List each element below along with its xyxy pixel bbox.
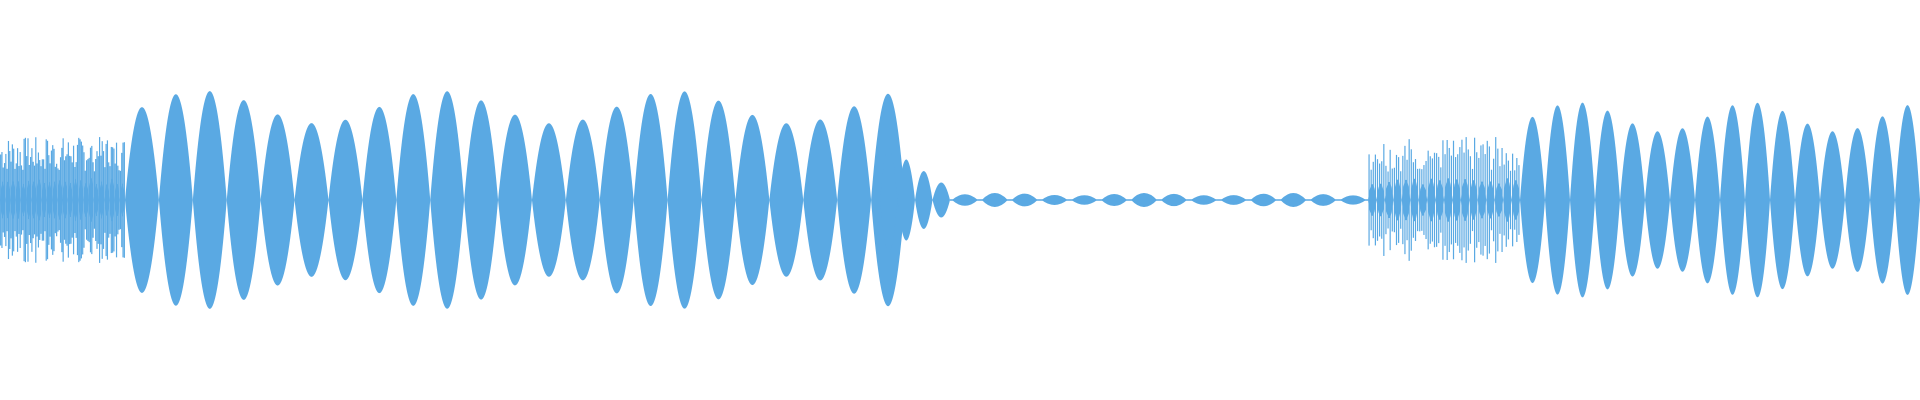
- waveform-lobe: [897, 159, 915, 241]
- waveform-lobe: [464, 100, 499, 300]
- waveform-lobe: [57, 180, 63, 220]
- waveform-lobe: [62, 181, 68, 219]
- waveform-lobe: [880, 148, 898, 252]
- waveform-lobe: [1745, 102, 1770, 298]
- waveform-lobe: [98, 181, 105, 219]
- waveform-lobe: [1620, 123, 1645, 277]
- waveform-lobe: [1570, 102, 1595, 298]
- waveform-lobe: [1469, 180, 1478, 220]
- waveform-lobe: [1477, 181, 1487, 219]
- waveform-lobe: [328, 119, 363, 281]
- waveform-lobe: [226, 100, 261, 300]
- waveform-lobe: [1486, 181, 1495, 219]
- waveform-lobe: [1595, 110, 1620, 290]
- waveform-lobe: [109, 178, 115, 222]
- waveform-lobe: [1452, 179, 1461, 221]
- waveform-lobe: [667, 91, 702, 309]
- waveform-lobe: [1376, 183, 1385, 217]
- waveform-lobe: [565, 119, 600, 281]
- waveform-lobes: [0, 91, 1920, 309]
- waveform-lobe: [1870, 116, 1895, 284]
- waveform-lobe: [1795, 123, 1820, 277]
- waveform-lobe: [1670, 128, 1695, 272]
- waveform-lobe: [294, 123, 329, 277]
- waveform-lobe: [93, 183, 99, 217]
- waveform-lobe: [1368, 184, 1377, 216]
- waveform-lobe: [72, 178, 79, 222]
- waveform-lobe: [36, 179, 42, 221]
- waveform-lobe: [769, 123, 804, 277]
- waveform-lobe: [1820, 131, 1845, 269]
- waveform-lobe: [1770, 110, 1795, 290]
- waveform-lobe: [192, 91, 227, 309]
- waveform-lobe: [1384, 181, 1394, 219]
- waveform-lobe: [1845, 128, 1870, 272]
- waveform-lobe: [114, 183, 120, 217]
- waveform-lobe: [52, 181, 58, 219]
- waveform-lobe: [1720, 105, 1745, 295]
- waveform-lobe: [1444, 178, 1453, 222]
- waveform-lobe: [735, 114, 770, 286]
- waveform-lobe: [158, 94, 193, 306]
- waveform-lobe: [104, 184, 110, 216]
- waveform-lobe: [5, 181, 11, 219]
- waveform-lobe: [260, 114, 295, 286]
- waveform-lobe: [362, 106, 397, 294]
- waveform-lobe: [1545, 105, 1570, 295]
- waveform-lobe: [41, 182, 47, 218]
- waveform-lobe: [67, 182, 73, 218]
- waveform-lobe: [1511, 180, 1520, 220]
- waveform-lobe: [1418, 184, 1428, 216]
- waveform-lobe: [10, 181, 16, 219]
- waveform-lobe: [1410, 178, 1419, 222]
- waveform-lobe: [1503, 178, 1512, 222]
- waveform-lobe: [1435, 180, 1444, 220]
- waveform-lobe: [83, 183, 89, 217]
- waveform-lobe: [0, 181, 6, 219]
- waveform-lobe: [1427, 178, 1436, 222]
- waveform-lobe: [1460, 178, 1470, 222]
- waveform-lobe: [531, 123, 566, 277]
- waveform-lobe: [15, 181, 21, 219]
- waveform-lobe: [701, 100, 736, 300]
- waveform-lobe: [1520, 116, 1545, 284]
- waveform-lobe: [837, 106, 872, 294]
- waveform-lobe: [915, 171, 933, 229]
- waveform-lobe: [1494, 183, 1504, 217]
- waveform-lobe: [119, 183, 125, 217]
- waveform-lobe: [498, 114, 532, 286]
- waveform-lobe: [125, 107, 159, 293]
- waveform-lobe: [932, 182, 950, 218]
- waveform-lobe: [1393, 179, 1402, 221]
- waveform-lobe: [599, 106, 634, 294]
- waveform-lobe: [1695, 116, 1720, 284]
- waveform-lobe: [31, 181, 37, 219]
- waveform-lobe: [1645, 131, 1670, 269]
- waveform-lobe: [46, 181, 53, 219]
- waveform-lobe: [26, 180, 32, 220]
- waveform-lobe: [633, 93, 668, 307]
- waveform-lobe: [1401, 179, 1411, 221]
- waveform-lobe: [1895, 105, 1920, 295]
- waveform-lobe: [78, 180, 84, 220]
- waveform-lobe: [88, 178, 94, 222]
- waveform-lobe: [20, 183, 27, 217]
- waveform-lobe: [430, 91, 465, 309]
- waveform-lobe: [396, 94, 431, 306]
- waveform-lobe: [803, 119, 838, 281]
